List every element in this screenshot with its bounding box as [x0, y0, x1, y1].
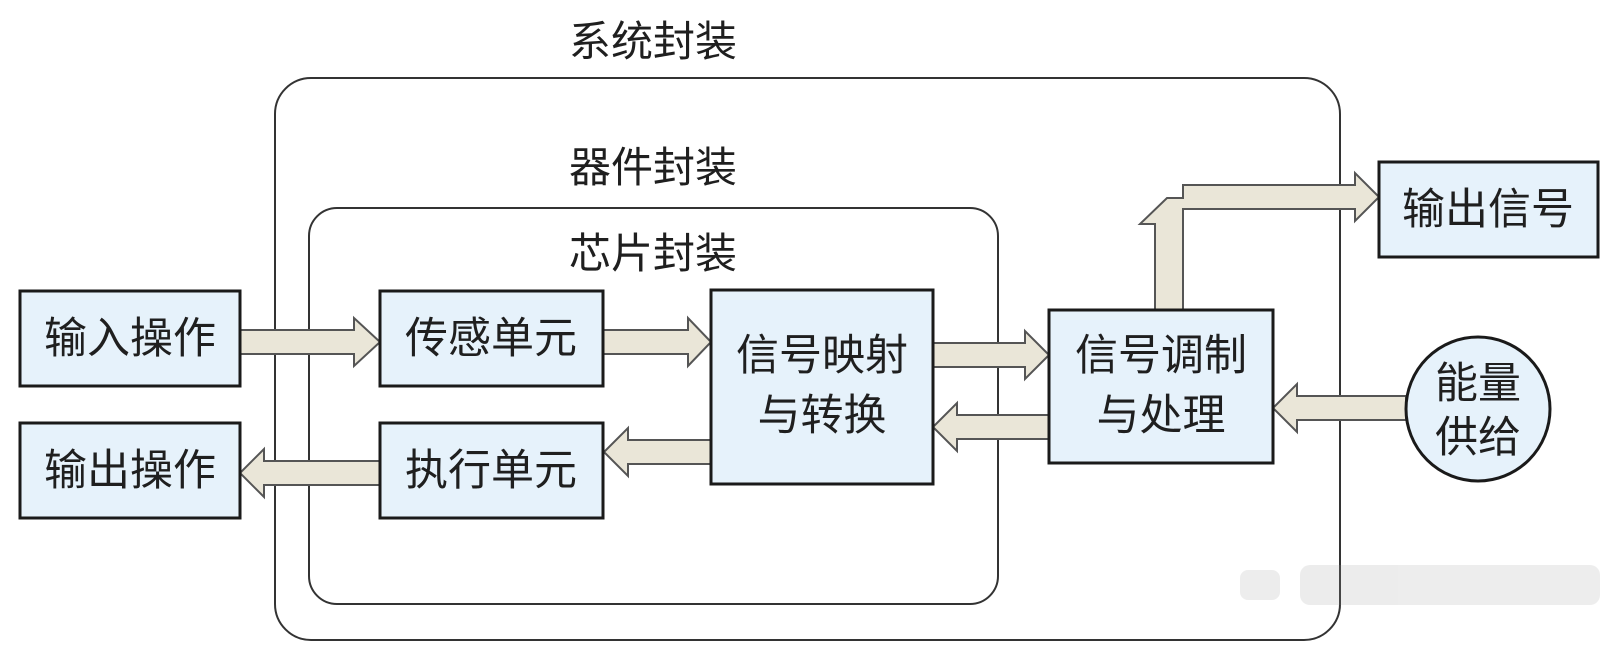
arrow-modulation-to-output-signal — [1137, 170, 1381, 311]
arrow-mapping-to-modulation — [932, 328, 1051, 382]
arrow-sensing-to-mapping — [602, 315, 713, 369]
system-package-outline — [274, 77, 1341, 641]
signal-mapping-label-line1: 信号映射 — [736, 331, 908, 381]
energy-supply-node — [1404, 335, 1552, 483]
execution-unit-block — [378, 421, 605, 520]
signal-mapping-label-line2: 与转换 — [758, 391, 887, 441]
arrow-modulation-to-mapping — [931, 400, 1050, 454]
arrow-mapping-to-execution — [602, 425, 712, 479]
arrow-energy-to-modulation — [1271, 381, 1407, 435]
energy-supply-label-line2: 供给 — [1435, 413, 1521, 463]
execution-unit-label: 执行单元 — [405, 446, 577, 496]
chip-package-outline — [308, 207, 999, 605]
signal-modulation-label-line2: 与处理 — [1097, 391, 1226, 441]
system-package-label: 系统封装 — [569, 17, 737, 66]
sensing-unit-label: 传感单元 — [405, 314, 577, 364]
output-signal-block — [1377, 160, 1600, 259]
signal-modulation-block — [1047, 308, 1275, 465]
energy-supply-label-line1: 能量 — [1435, 359, 1521, 409]
output-operation-block — [18, 421, 242, 520]
output-operation-label: 输出操作 — [44, 446, 216, 496]
input-operation-label: 输入操作 — [44, 314, 216, 364]
arrow-input-to-sensing — [239, 315, 382, 369]
arrow-execution-to-output — [238, 446, 381, 500]
output-signal-label: 输出信号 — [1402, 185, 1574, 235]
watermark — [1240, 565, 1600, 605]
device-package-label: 器件封装 — [569, 143, 737, 192]
signal-mapping-block — [709, 288, 935, 486]
chip-package-label: 芯片封装 — [569, 229, 737, 278]
input-operation-block — [18, 289, 242, 388]
sensing-unit-block — [378, 289, 605, 388]
signal-modulation-label-line1: 信号调制 — [1075, 331, 1247, 381]
